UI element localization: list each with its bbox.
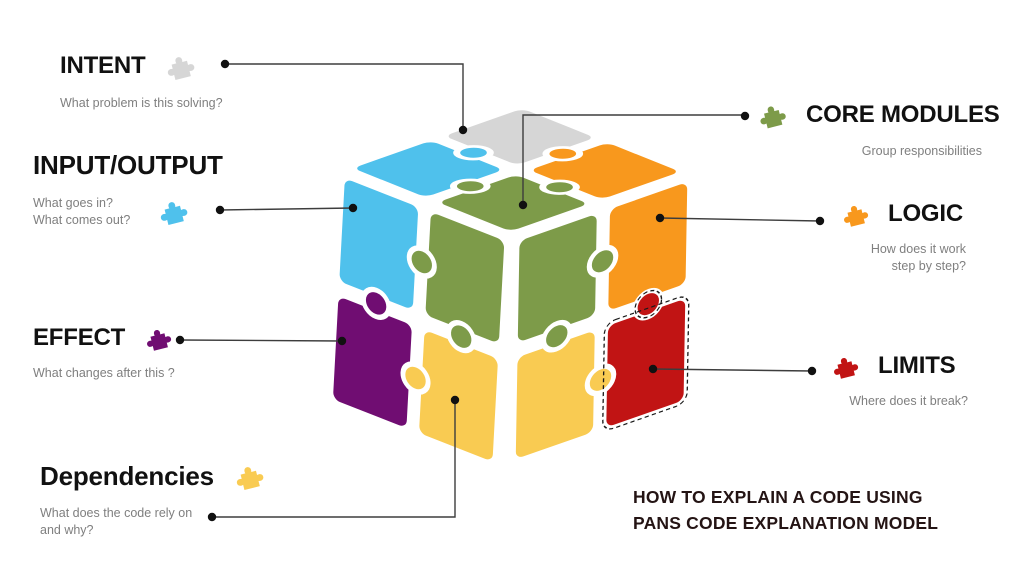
label-core-modules: CORE MODULES Group responsibilities [752,94,1000,160]
limits-heading: LIMITS [878,352,956,379]
connector-core-modules [522,114,745,205]
knob [584,363,617,397]
core-modules-desc: Group responsibilities [861,144,982,158]
label-effect: EFFECT What changes after this ? [33,318,179,382]
intent-puzzle-icon [159,44,203,88]
connector-input-output [219,207,354,211]
dot [348,203,358,213]
input-output-desc-2: What comes out? [33,213,131,227]
label-logic: LOGIC How does it work step by step? [836,194,966,276]
effect-heading: EFFECT [33,324,126,351]
knob [541,319,573,353]
effect-desc: What changes after this ? [33,366,175,380]
knob [446,320,477,354]
logic-desc-1: How does it work [870,242,966,256]
dot [175,335,185,345]
diagram-title-line-2: PANS CODE EXPLANATION MODEL [633,513,939,534]
limits-puzzle-icon [826,346,866,386]
dot [807,366,817,376]
connector-effect [179,339,343,342]
diagram-title-line-1: HOW TO EXPLAIN A CODE USING [633,487,923,507]
knob [361,286,392,320]
dependencies-heading: Dependencies [40,460,214,491]
dot [740,111,750,121]
input-output-puzzle-icon [152,189,196,233]
logic-desc-2: step by step? [891,259,966,274]
knob [449,178,491,194]
cube-left-face [326,173,511,467]
dot [215,205,225,215]
dot [450,395,460,405]
knob [406,245,437,279]
dot [655,213,665,223]
core-modules-puzzle-icon [752,94,794,136]
knob [400,361,431,395]
cube-top-face [347,106,686,234]
dot [337,336,347,346]
dependencies-puzzle-icon [228,454,272,498]
dependencies-desc-1: What does the code rely on [40,506,193,520]
knob [539,179,580,195]
dot [518,200,528,210]
dot [648,364,658,374]
effect-puzzle-icon [139,318,179,358]
label-intent: INTENT What problem is this solving? [60,44,223,112]
connector-limits [652,368,813,372]
label-limits: LIMITS Where does it break? [826,346,968,410]
dependencies-desc-2: and why? [40,523,94,538]
intent-heading: INTENT [60,52,146,79]
input-output-heading: INPUT/OUTPUT [33,150,223,180]
knob [542,146,584,162]
knob [586,244,619,278]
connector-logic [659,217,821,222]
connector-intent [225,63,464,130]
logic-puzzle-icon [836,194,876,234]
label-input-output: INPUT/OUTPUT What goes in? What comes ou… [33,150,223,233]
cube-right-face [508,176,695,465]
intent-desc: What problem is this solving? [60,96,223,110]
label-dependencies: Dependencies What does the code rely on … [40,454,272,540]
knob [453,145,494,161]
diagram-title: HOW TO EXPLAIN A CODE USING PANS CODE EX… [633,484,938,537]
logic-heading: LOGIC [888,200,963,227]
dot [207,512,217,522]
red-knob-dashed-outline [634,289,663,319]
core-modules-heading: CORE MODULES [806,101,1000,128]
input-output-desc-1: What goes in? [33,195,113,210]
dot [220,59,230,69]
puzzle-cube [326,106,695,467]
dot [458,125,468,135]
red-piece-dashed-outline [602,296,690,430]
limits-desc: Where does it break? [849,394,968,408]
dot [815,216,825,226]
connector-dependencies [212,400,456,518]
